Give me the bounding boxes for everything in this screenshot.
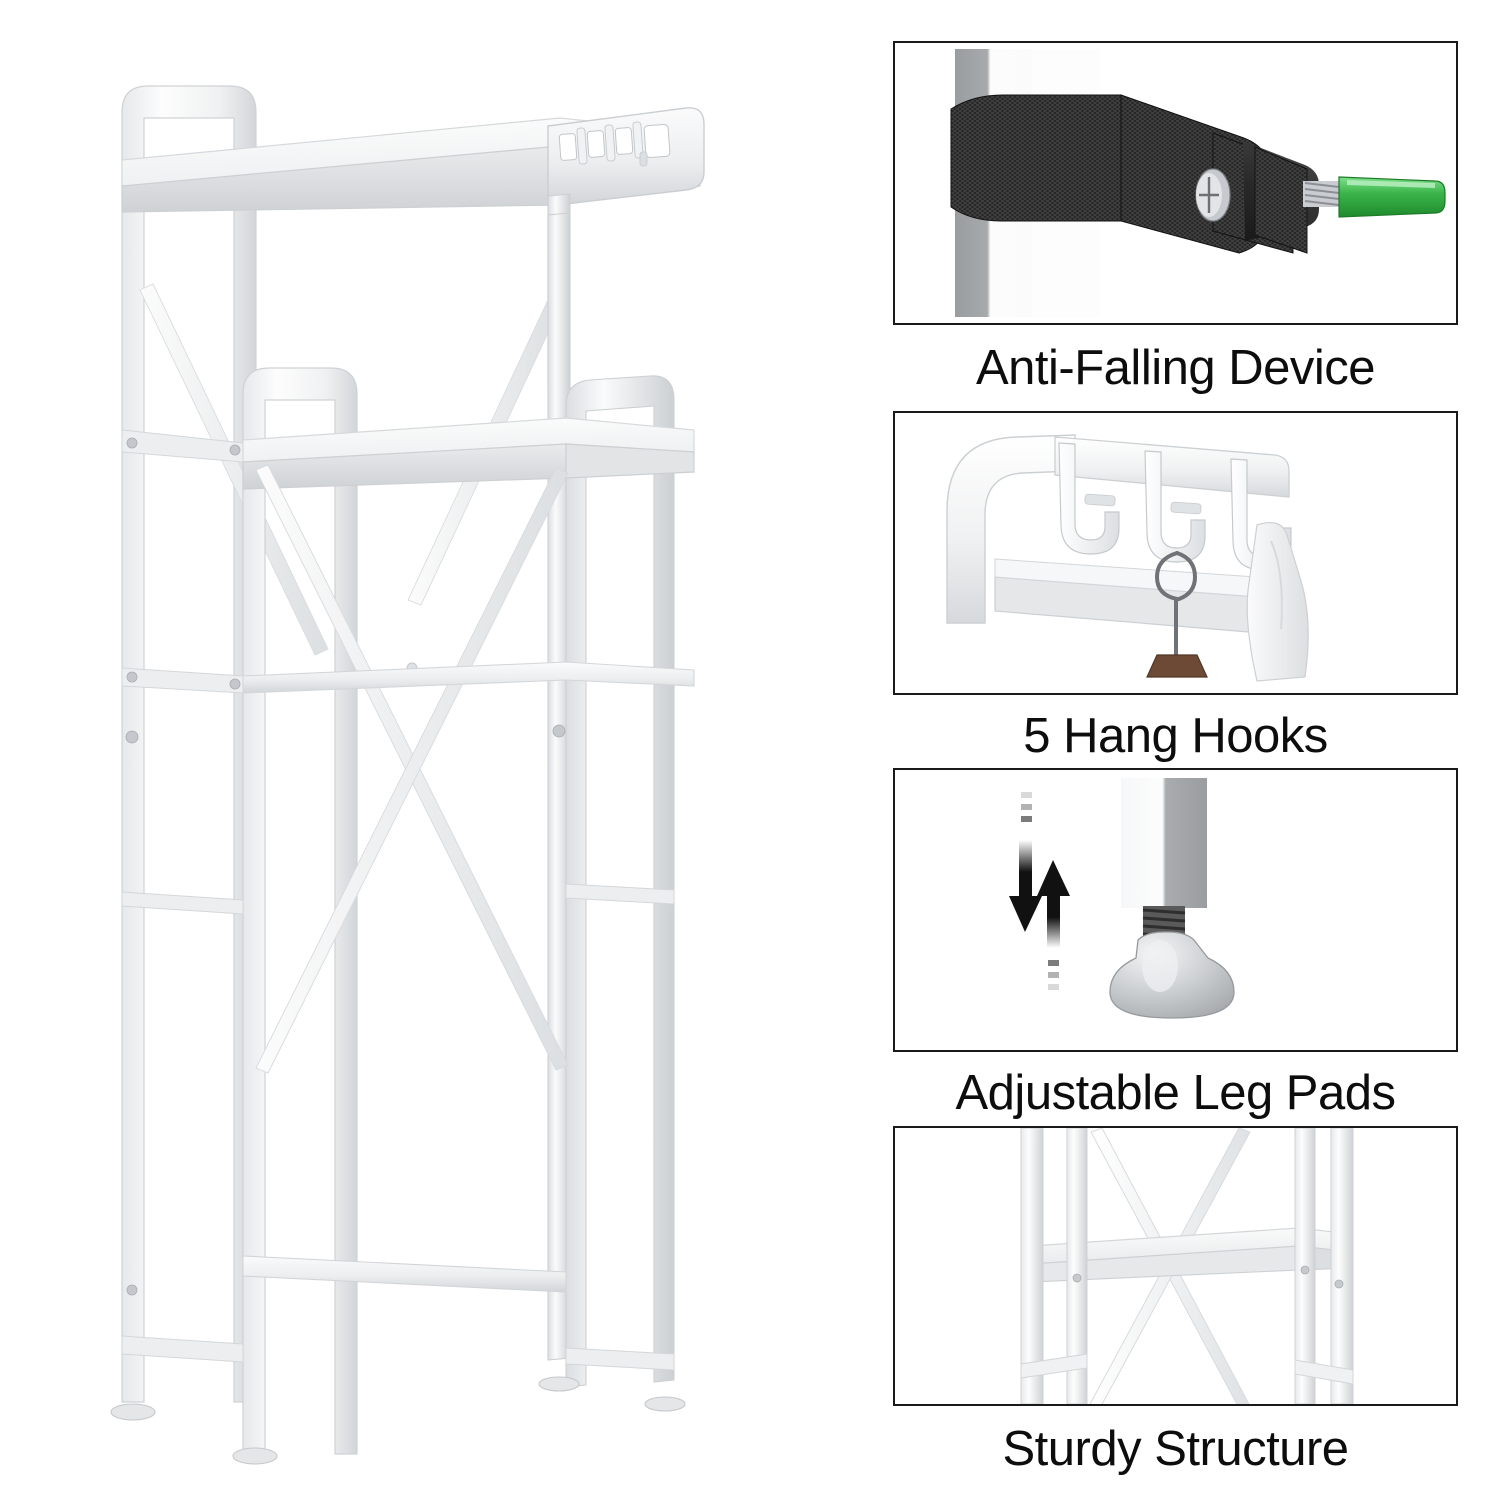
rack-cross-brace-x <box>255 464 569 1074</box>
adjust-arrows-icon <box>1009 792 1070 990</box>
feature-caption-sturdy-structure: Sturdy Structure <box>1002 1422 1349 1476</box>
feature-image-hang-hooks <box>893 411 1458 695</box>
feature-card-hang-hooks: 5 Hang Hooks <box>893 411 1458 767</box>
feature-caption-leg-pads: Adjustable Leg Pads <box>955 1066 1397 1120</box>
feature-image-sturdy-structure <box>893 1126 1458 1406</box>
feature-callout-column: Anti-Falling Device <box>870 0 1500 1500</box>
connector-screws <box>1072 1265 1344 1289</box>
lower-side-rails <box>1020 1353 1354 1385</box>
hang-hooks-illustration <box>895 413 1456 693</box>
hanger-wood-accent <box>1146 654 1208 678</box>
hook-group <box>1058 442 1292 571</box>
hanger-icon <box>1154 551 1198 657</box>
rack-rear-left-upright <box>121 85 257 1403</box>
rack-middle-shelf <box>121 417 695 490</box>
product-hero-image <box>110 85 705 1465</box>
rack-side-rail-left <box>121 891 244 915</box>
post-front-left <box>1020 1128 1044 1404</box>
post-front-right <box>1330 1128 1354 1404</box>
rack-hook-bar <box>547 107 705 207</box>
rack-connector-screws <box>125 437 566 1296</box>
feature-card-leg-pads: Adjustable Leg Pads <box>893 768 1458 1124</box>
feature-caption-anti-falling: Anti-Falling Device <box>976 341 1376 395</box>
rack-side-rail-right <box>565 883 675 905</box>
screw-shank <box>1303 181 1340 207</box>
sturdy-structure-illustration <box>895 1128 1456 1404</box>
feature-card-anti-falling: Anti-Falling Device <box>893 41 1458 399</box>
adjustable-leg-pad-illustration <box>895 770 1456 1050</box>
screw-icon <box>1195 168 1231 222</box>
feature-caption-hang-hooks: 5 Hang Hooks <box>1023 709 1328 763</box>
towel <box>1246 522 1309 682</box>
rack-adjustable-feet <box>110 1376 686 1465</box>
product-rack-illustration <box>110 85 705 1465</box>
rack-front-right-upright <box>565 375 675 1388</box>
anti-falling-strap-illustration <box>895 43 1456 323</box>
feature-image-anti-falling <box>893 41 1458 325</box>
rack-bottom-rails <box>121 1255 675 1371</box>
green-anchor <box>1338 176 1446 218</box>
feature-card-sturdy-structure: Sturdy Structure <box>893 1126 1458 1480</box>
leg-pad <box>1109 931 1235 1019</box>
feature-image-leg-pads <box>893 768 1458 1052</box>
rack-third-rail <box>121 661 695 694</box>
hook-bar-hooks <box>576 121 644 165</box>
post-rear-left <box>1066 1128 1088 1404</box>
